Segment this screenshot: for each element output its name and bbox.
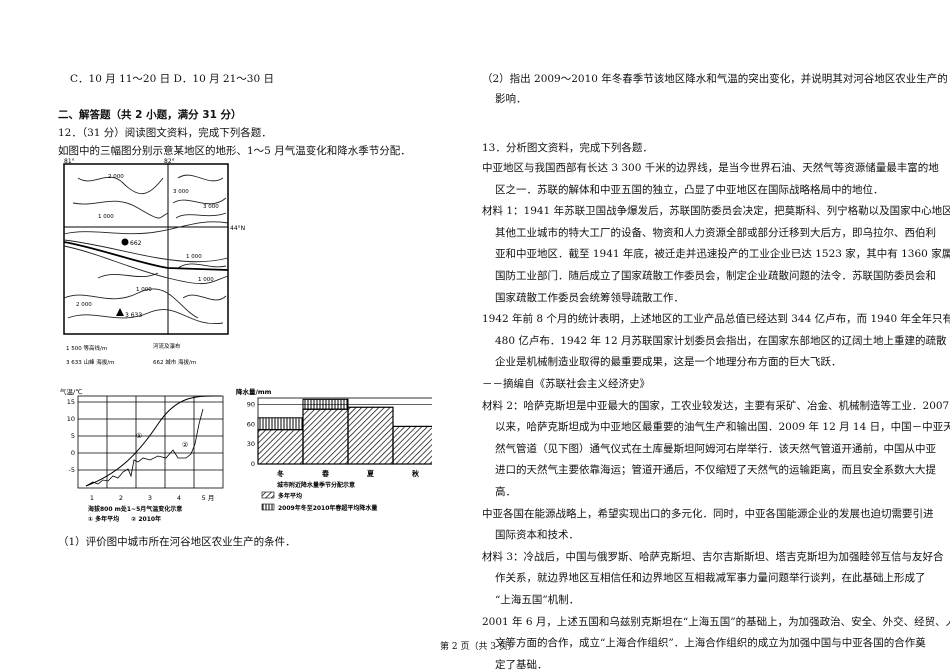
contour-label: 2 000	[76, 302, 92, 308]
precip-ylabel: 降水量/mm	[236, 387, 272, 396]
paragraph-line: 1942 年前 8 个月的统计表明，上述地区的工业产品总值已经达到 344 亿卢…	[482, 313, 950, 326]
q12-intro: 如图中的三幅图分别示意某地区的地形、1～5 月气温变化和降水季节分配．	[58, 145, 411, 157]
paragraph-line: 亚和中亚地区．截至 1941 年底，被迁走并迅速投产的工业企业已达 1523 家…	[495, 248, 950, 261]
q12-part2-line1: （2）指出 2009～2010 年冬春季节该地区降水和气温的突出变化，并说明其对…	[482, 73, 948, 85]
paragraph-line: 材料 1：1941 年苏联卫国战争爆发后，苏联国防委员会决定，把莫斯科、列宁格勒…	[482, 205, 950, 218]
paragraph-line: 中亚地区与我国西部有长达 3 300 千米的边界线，是当今世界石油、天然气等资源…	[482, 162, 939, 174]
curve1-label: ①	[136, 432, 142, 440]
bar-avg	[257, 429, 304, 465]
lon-label: 81°	[64, 158, 75, 165]
contour-label: 3 000	[173, 189, 189, 195]
temp-caption: 海拔800 m处1~5月气温变化示意	[88, 505, 182, 513]
temp-xtick: 2	[119, 494, 123, 502]
contour-label: 1 000	[98, 214, 114, 220]
precip-ytick: 60	[247, 420, 255, 428]
contour-label: 1 000	[198, 277, 214, 283]
temp-ytick: 0	[71, 449, 75, 457]
curve-avg	[85, 395, 222, 487]
bar-avg	[392, 425, 432, 465]
contour-label: 1 000	[186, 254, 202, 260]
city-marker	[121, 238, 129, 246]
paragraph-line: 进口的天然气主要依靠海运；管道开通后，不仅缩短了天然气的运输距离，而且安全系数大…	[495, 464, 936, 477]
paragraph-line: 以来，哈萨克斯坦成为中亚地区最重要的油气生产和输出国．2009 年 12 月 1…	[495, 421, 950, 434]
precip-xtick: 冬	[277, 469, 284, 478]
temperature-chart: 气温/℃ 15 10 5 0 -5 1 2 3 4 5 月 ① ② 海拔800 m处1~5月气温…	[60, 387, 224, 523]
section-title: 二、解答题（共 2 小题，满分 31 分）	[58, 109, 242, 121]
temp-ytick: 10	[67, 415, 75, 423]
legend-avg-swatch	[261, 491, 275, 499]
paragraph-line: 然气管道（见下图）通气仪式在土库曼斯坦阿姆河右岸举行．该天然气管道开通前，中国从…	[495, 442, 936, 455]
precip-xtick: 春	[321, 469, 330, 478]
paragraph-line: 作关系，就边界地区互相信任和边界地区互相裁减军事力量问题举行谈判，在此基础上形成…	[495, 572, 926, 585]
contour-label: 1 000	[136, 287, 152, 293]
paragraph-line: 其他工业城市的特大工厂的设备、物资和人力资源全部或部分迁移到大后方，即乌拉尔、西…	[495, 226, 936, 239]
precip-xtick: 秋	[412, 469, 420, 478]
temp-ylabel: 气温/℃	[60, 387, 83, 396]
legend-city: 662 城市 海拔/m	[153, 358, 196, 366]
bar-above-avg	[302, 398, 349, 410]
temp-plot-frame	[77, 395, 224, 489]
bar-avg	[347, 406, 394, 465]
q13-stem: 13．分析图文资料，完成下列各题．	[482, 142, 653, 154]
page-footer: 第 2 页（共 3 页）	[440, 642, 517, 652]
temp-ytick: 5	[71, 432, 75, 440]
temp-legend: ① 多年平均 ② 2010年	[88, 515, 161, 523]
paragraph-line: －－摘编自《苏联社会主义经济史》	[482, 378, 650, 390]
lat-label: 44°N	[230, 225, 245, 232]
precip-caption: 城市附近降水量季节分配示意	[277, 481, 355, 489]
contour-label: 2 000	[108, 174, 124, 180]
city-elev-label: 662	[130, 240, 142, 247]
legend-extra-swatch	[261, 503, 275, 511]
temp-ytick: -5	[69, 466, 75, 474]
temp-xtick: 1	[90, 494, 94, 502]
paragraph-line: 中亚各国在能源战略上，希望实现出口的多元化．同时，中亚各国能源企业的发展也迫切需…	[482, 507, 934, 520]
curve2-label: ②	[182, 441, 188, 449]
contour-label: 3 000	[203, 204, 219, 210]
paragraph-line: 企业是机械制造业取得的最重要成果，这是一个地理分布方面的巨大飞跃．	[495, 356, 842, 369]
paragraph-line: 定了基础．	[495, 658, 548, 671]
legend-peak: 3 633 山峰 海拔/m	[66, 358, 114, 366]
precip-xtick: 夏	[366, 469, 375, 478]
legend-extra: 2009年冬至2010年春超平均降水量	[278, 504, 377, 512]
paragraph-line: 材料 2：哈萨克斯坦是中亚最大的国家，工农业较发达，主要有采矿、冶金、机械制造等…	[482, 399, 950, 412]
temp-xtick: 5 月	[202, 494, 215, 502]
paragraph-line: 高．	[495, 486, 516, 498]
paragraph-line: 材料 3：冷战后，中国与俄罗斯、哈萨克斯坦、吉尔吉斯斯坦、塔吉克斯坦为加强睦邻互…	[482, 550, 944, 563]
paragraph-line: 国防工业部门．随后成立了国家疏散工作委员会，制定企业疏散问题的法令．苏联国防委员…	[495, 270, 936, 282]
q12-part1: （1）评价图中城市所在河谷地区农业生产的条件．	[58, 536, 296, 548]
q12-stem: 12．（31 分）阅读图文资料，完成下列各题．	[58, 127, 272, 139]
precip-ytick: 30	[247, 440, 255, 448]
temp-xtick: 4	[177, 494, 181, 502]
paragraph-line: 区之一．苏联的解体和中亚五国的独立，凸显了中亚地区在国际战略格局中的地位．	[495, 183, 884, 196]
paragraph-line: “上海五国”机制．	[495, 594, 580, 606]
precip-ytick: 90	[247, 401, 255, 409]
lon-label: 82°	[164, 158, 175, 165]
paragraph-line: 国际资本和技术．	[495, 529, 579, 542]
bar-avg	[302, 408, 349, 465]
temp-xtick: 3	[148, 494, 152, 502]
paragraph-line: 480 亿卢布．1942 年 12 月苏联国家计划委员会指出，在国家东部地区的辽…	[495, 334, 947, 347]
paragraph-line: 文等方面的合作，成立“上海合作组织”．上海合作组织的成立为加强中国与中亚各国的合…	[495, 637, 926, 650]
bar-above-avg	[257, 417, 304, 431]
temp-ytick: 15	[67, 398, 75, 406]
paragraph-line: 2001 年 6 月，上述五国和乌兹别克斯坦在“上海五国”的基础上，为加强政治、…	[482, 615, 950, 628]
paragraph-line: 国家疏散工作委员会统筹领导疏散工作．	[495, 291, 684, 304]
legend-contour: 1 500 等高线/m	[66, 344, 107, 352]
terrain-map: 81° 82° 44°N 662 3 633 2 000 3 000 3 000…	[63, 158, 245, 366]
peak-marker	[116, 308, 124, 316]
peak-elev-label: 3 633	[125, 312, 142, 319]
curve-2010	[85, 408, 204, 487]
q12-part2-line2: 影响．	[495, 93, 527, 105]
option-line: C．10 月 11～20 日 D．10 月 21～30 日	[70, 73, 274, 85]
precip-ytick: 0	[251, 460, 255, 468]
legend-avg: 多年平均	[278, 492, 302, 500]
precipitation-chart: 降水量/mm 90 60 30 0 冬 春 夏 秋 城市附近降水量季节分配示意 多年平均 2…	[236, 387, 432, 512]
legend-river: 河流及瀑布	[153, 342, 181, 350]
